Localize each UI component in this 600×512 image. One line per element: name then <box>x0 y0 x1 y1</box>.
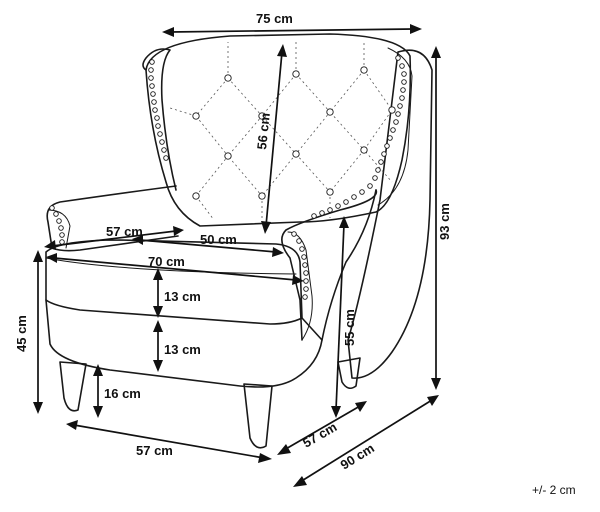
label-arm-height: 55 cm <box>342 309 357 346</box>
nailhead-studs-left <box>49 205 65 245</box>
seat-cushion <box>45 239 303 325</box>
dimension-total-width: 75 cm <box>162 11 422 37</box>
dimension-base-height: 13 cm <box>153 320 201 372</box>
dimension-front-width: 57 cm <box>66 420 272 463</box>
right-arm-side <box>321 189 377 341</box>
label-seat-width: 70 cm <box>148 254 185 269</box>
dimension-seat-width-inner: 50 cm <box>132 232 284 257</box>
label-seat-width-inner: 50 cm <box>200 232 237 247</box>
label-total-height: 93 cm <box>437 203 452 240</box>
label-base-height: 13 cm <box>164 342 201 357</box>
dimension-arm-height: 55 cm <box>331 216 357 418</box>
chair-base <box>45 299 323 388</box>
dimension-side-depth: 57 cm <box>277 401 367 455</box>
nailhead-studs-right-arm <box>291 231 309 300</box>
label-arm-depth: 57 cm <box>106 224 143 239</box>
rear-leg <box>337 357 361 390</box>
label-front-width: 57 cm <box>136 443 173 458</box>
dimension-back-height: 56 cm <box>254 44 287 234</box>
nailhead-studs-right-wing <box>311 55 407 219</box>
dimension-cushion-height: 13 cm <box>153 268 201 318</box>
dimension-lines: 75 cm 56 cm 93 cm 57 cm 50 c <box>14 11 576 497</box>
left-wing <box>142 48 177 191</box>
dimension-leg-height: 16 cm <box>93 364 141 418</box>
right-arm <box>281 189 378 341</box>
dimension-arm-depth: 57 cm <box>44 224 184 250</box>
dimension-seat-height: 45 cm <box>14 250 43 414</box>
armchair-illustration <box>45 33 433 449</box>
back-panel <box>145 33 412 227</box>
dimension-seat-width: 70 cm <box>46 253 304 285</box>
label-side-depth: 57 cm <box>300 419 339 450</box>
nailhead-studs-left-wing <box>148 59 169 161</box>
label-seat-height: 45 cm <box>14 315 29 352</box>
label-leg-height: 16 cm <box>104 386 141 401</box>
label-cushion-height: 13 cm <box>164 289 201 304</box>
label-total-width: 75 cm <box>256 11 293 26</box>
seat-cushion-top <box>45 257 297 275</box>
right-wing <box>347 49 433 379</box>
front-leg-left <box>59 361 87 412</box>
label-total-depth: 90 cm <box>338 440 377 472</box>
front-leg-right <box>243 383 273 449</box>
dimension-total-height: 93 cm <box>431 46 452 390</box>
label-back-height: 56 cm <box>254 112 273 150</box>
tufting-buttons <box>192 66 396 200</box>
tolerance-note: +/- 2 cm <box>532 483 576 497</box>
